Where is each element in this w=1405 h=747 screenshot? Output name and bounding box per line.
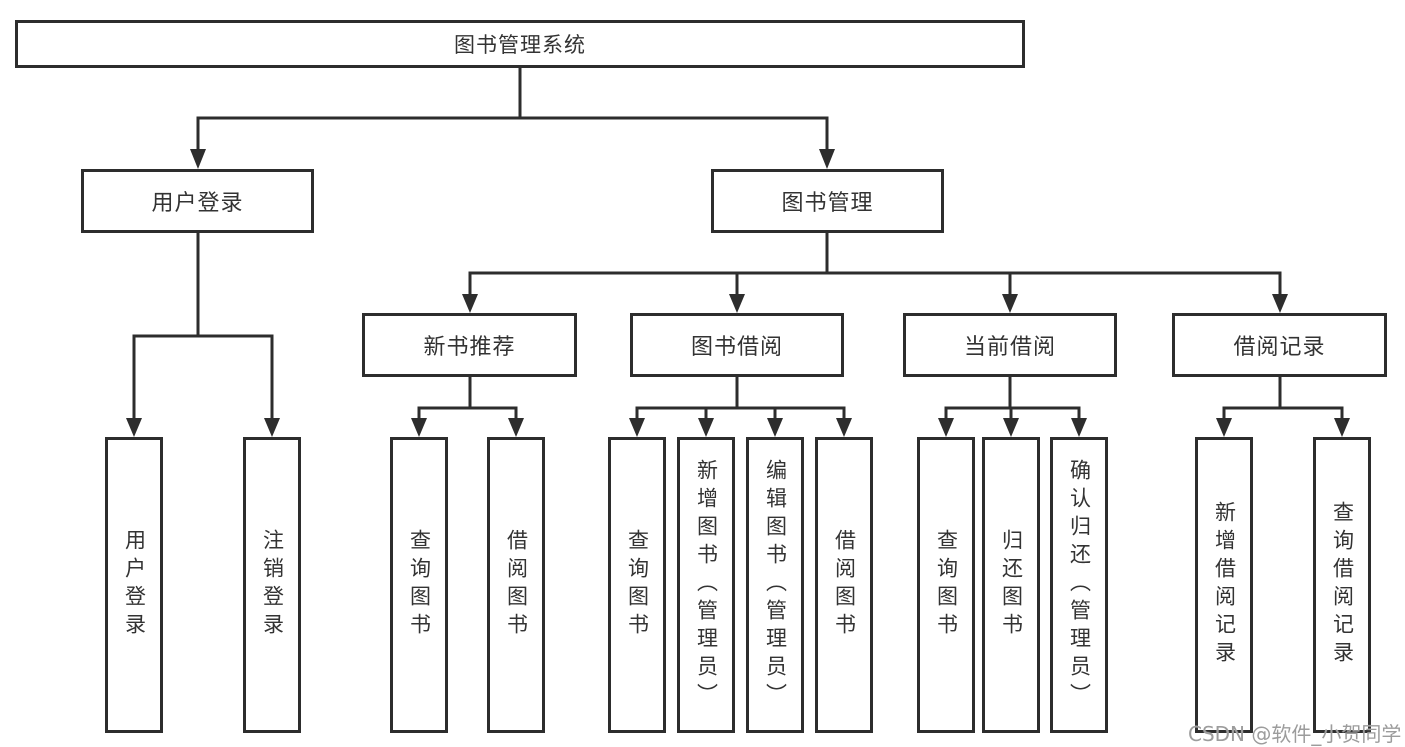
arrowhead-icons [126, 149, 1350, 437]
node-book-borrow: 图书借阅 [630, 313, 844, 377]
leaf-user-login: 用户登录 [105, 437, 163, 733]
leaf-recommend-borrow-books-label: 借阅图书 [504, 529, 529, 641]
leaf-query-borrow-record-label: 查询借阅记录 [1330, 501, 1355, 669]
leaf-borrow-query-books-label: 查询图书 [625, 529, 650, 641]
leaf-recommend-borrow-books: 借阅图书 [487, 437, 545, 733]
leaf-add-books-admin-label: 新增图书（管理员） [694, 459, 719, 711]
connector-lines [132, 66, 1344, 423]
leaf-borrow-books: 借阅图书 [815, 437, 873, 733]
node-current-borrow-label: 当前借阅 [963, 335, 1056, 360]
node-user-login: 用户登录 [81, 169, 314, 233]
leaf-borrow-books-label: 借阅图书 [832, 529, 857, 641]
leaf-recommend-query-books-label: 查询图书 [407, 529, 432, 641]
leaf-edit-books-admin: 编辑图书（管理员） [746, 437, 804, 733]
node-root-label: 图书管理系统 [454, 33, 586, 57]
leaf-add-books-admin: 新增图书（管理员） [677, 437, 735, 733]
node-new-book-recommend: 新书推荐 [362, 313, 577, 377]
leaf-recommend-query-books: 查询图书 [390, 437, 448, 733]
leaf-add-borrow-record: 新增借阅记录 [1195, 437, 1253, 733]
leaf-borrow-query-books: 查询图书 [608, 437, 666, 733]
node-book-management-label: 图书管理 [781, 191, 874, 216]
node-borrow-records-label: 借阅记录 [1233, 335, 1326, 360]
node-current-borrow: 当前借阅 [903, 313, 1117, 377]
leaf-edit-books-admin-label: 编辑图书（管理员） [763, 459, 788, 711]
node-root: 图书管理系统 [15, 20, 1025, 68]
leaf-current-query-books: 查询图书 [917, 437, 975, 733]
leaf-add-borrow-record-label: 新增借阅记录 [1212, 501, 1237, 669]
leaf-return-books: 归还图书 [982, 437, 1040, 733]
leaf-confirm-return-admin-label: 确认归还（管理员） [1067, 459, 1092, 711]
watermark-text: CSDN @软件_小贺同学 [1188, 722, 1402, 746]
node-user-login-label: 用户登录 [151, 191, 244, 216]
leaf-logout-label: 注销登录 [260, 529, 285, 641]
leaf-current-query-books-label: 查询图书 [934, 529, 959, 641]
leaf-logout: 注销登录 [243, 437, 301, 733]
leaf-user-login-label: 用户登录 [122, 529, 147, 641]
leaf-confirm-return-admin: 确认归还（管理员） [1050, 437, 1108, 733]
leaf-query-borrow-record: 查询借阅记录 [1313, 437, 1371, 733]
node-book-management: 图书管理 [711, 169, 944, 233]
node-new-book-recommend-label: 新书推荐 [423, 335, 516, 360]
node-borrow-records: 借阅记录 [1172, 313, 1387, 377]
node-book-borrow-label: 图书借阅 [690, 335, 783, 360]
leaf-return-books-label: 归还图书 [999, 529, 1024, 641]
